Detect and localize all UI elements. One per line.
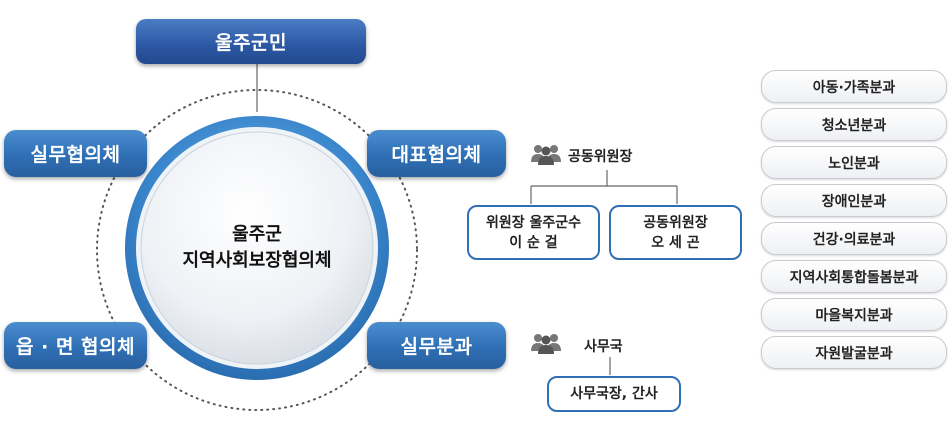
eup-myeon-council-box: 읍 · 면 협의체 (4, 322, 147, 369)
center-title-line2: 지역사회보장협의체 (182, 250, 332, 271)
subcommittee-item: 청소년분과 (761, 108, 947, 141)
people-icon (531, 334, 561, 354)
residents-box: 울주군민 (136, 19, 366, 64)
representative-council-box: 대표협의체 (367, 130, 506, 177)
representative-council-label: 대표협의체 (391, 144, 482, 166)
center-title: 울주군 지역사회보장협의체 (147, 222, 367, 274)
subcommittee-label: 노인분과 (828, 155, 880, 172)
secretariat-heading: 사무국 (584, 339, 623, 355)
subcommittee-item: 건강·의료분과 (761, 222, 947, 255)
subcommittee-label: 지역사회통합돌봄분과 (789, 269, 919, 286)
people-icon (531, 145, 561, 165)
subcommittee-item: 노인분과 (761, 146, 947, 179)
chair-1-title: 위원장 울주군수 (485, 214, 582, 231)
residents-label: 울주군민 (215, 32, 287, 54)
subcommittee-item: 아동·가족분과 (761, 70, 947, 103)
chair-box-2: 공동위원장 오 세 곤 (609, 205, 742, 260)
center-title-line1: 울주군 (232, 224, 282, 245)
working-subcommittee-label: 실무분과 (400, 336, 473, 358)
subcommittee-item: 자원발굴분과 (761, 336, 947, 369)
chair-1-name: 이 순 걸 (509, 234, 558, 251)
working-subcommittee-box: 실무분과 (367, 322, 506, 369)
subcommittee-label: 자원발굴분과 (815, 345, 893, 362)
chair-2-title: 공동위원장 (643, 214, 708, 231)
subcommittee-item: 지역사회통합돌봄분과 (761, 260, 947, 293)
chair-box-1: 위원장 울주군수 이 순 걸 (467, 205, 600, 260)
secretariat-member-box: 사무국장, 간사 (547, 376, 681, 412)
working-council-label: 실무협의체 (30, 144, 121, 166)
subcommittee-label: 마을복지분과 (815, 307, 893, 324)
subcommittee-label: 건강·의료분과 (812, 231, 896, 248)
secretariat-member: 사무국장, 간사 (570, 386, 658, 402)
subcommittee-item: 마을복지분과 (761, 298, 947, 331)
chair-2-name: 오 세 곤 (651, 234, 700, 251)
working-council-box: 실무협의체 (4, 130, 147, 177)
subcommittee-label: 장애인분과 (821, 193, 887, 210)
co-chair-heading: 공동위원장 (568, 149, 633, 165)
subcommittee-label: 아동·가족분과 (812, 79, 896, 96)
eup-myeon-council-label: 읍 · 면 협의체 (16, 336, 135, 358)
subcommittee-item: 장애인분과 (761, 184, 947, 217)
subcommittee-label: 청소년분과 (821, 117, 887, 134)
